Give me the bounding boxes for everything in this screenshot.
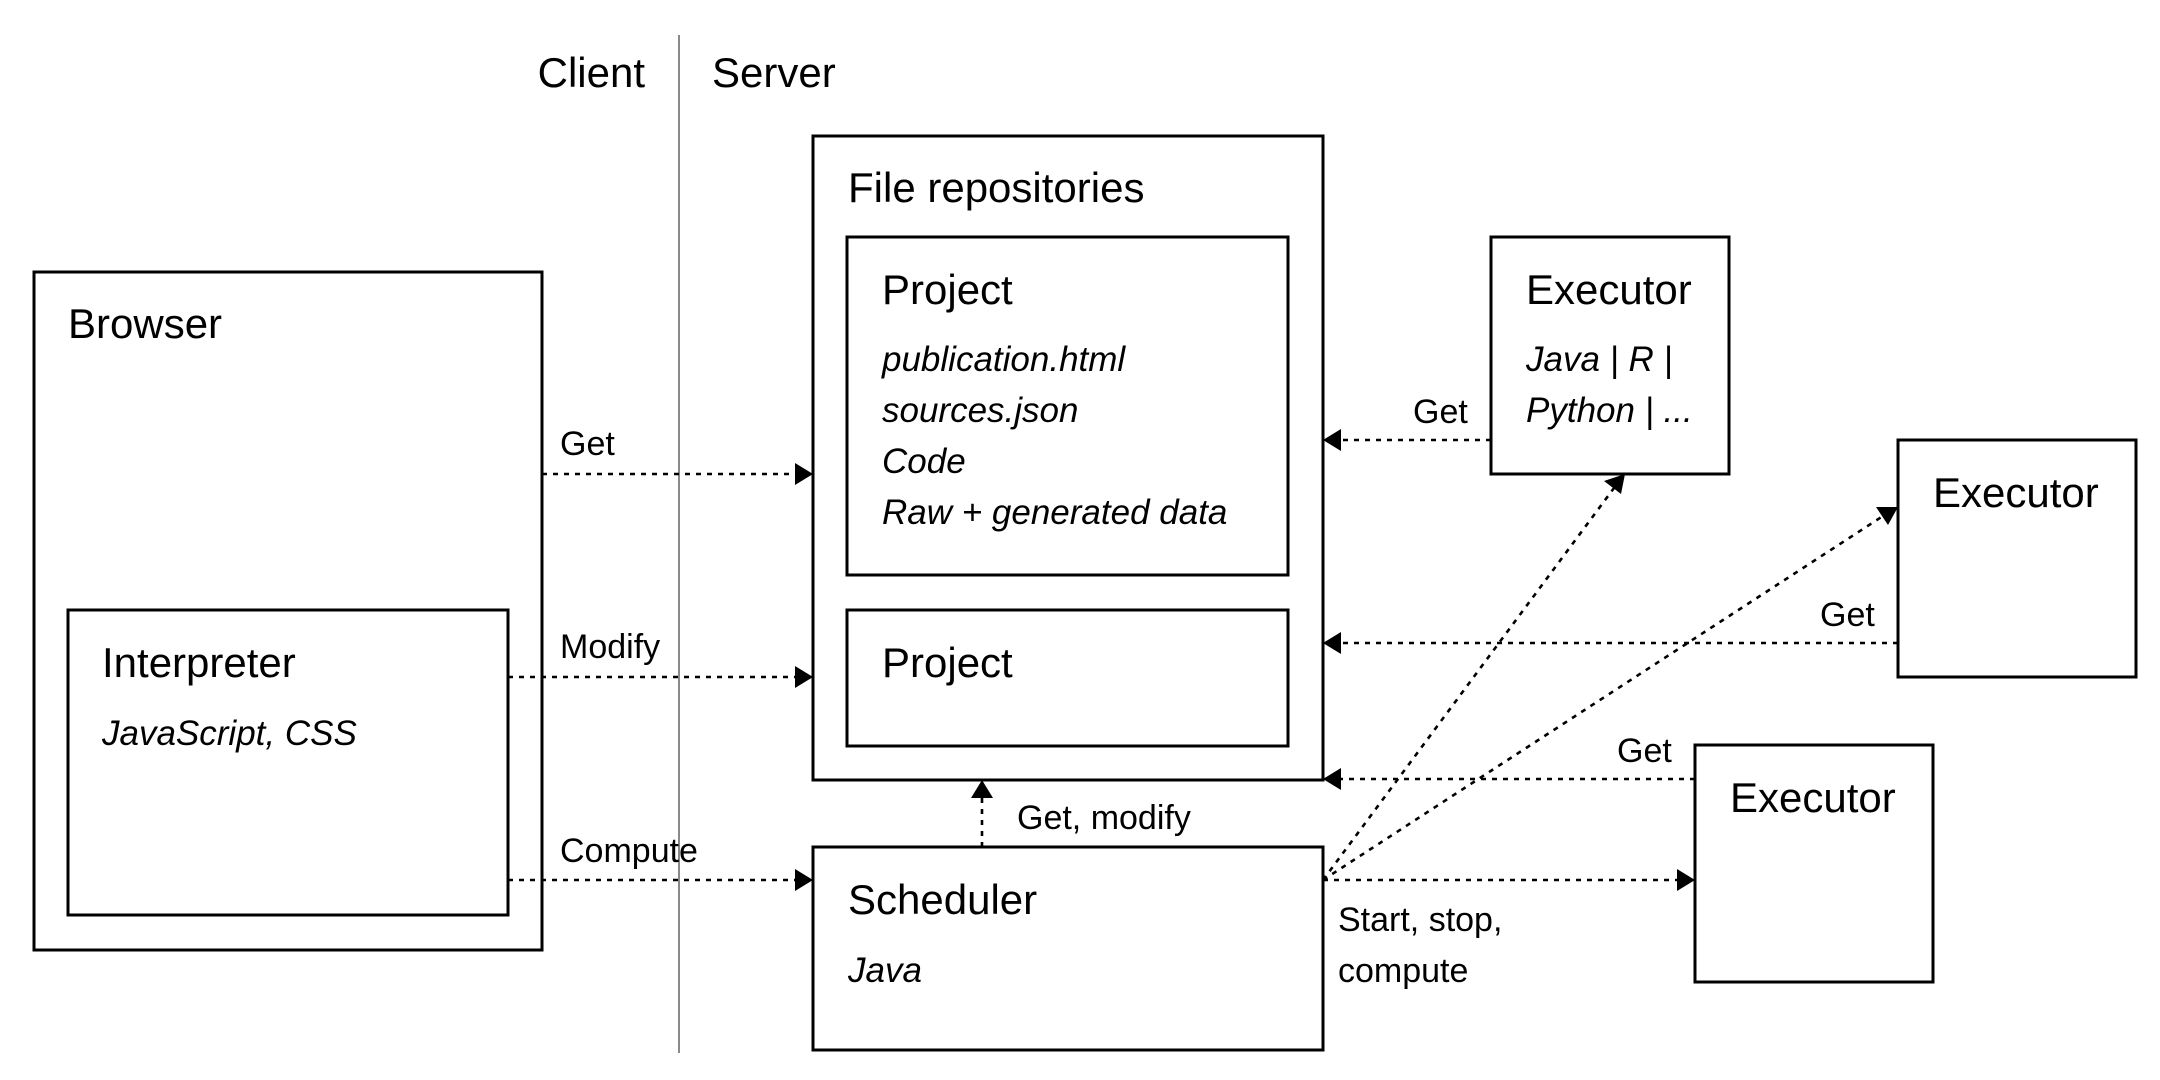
scheduler-to-executor-2-arrow	[1322, 507, 1898, 882]
interpreter-compute-label: Compute	[560, 832, 698, 870]
scheduler-start-stop-label: Start, stop,	[1338, 901, 1502, 939]
scheduler-get-modify-label: Get, modify	[1017, 799, 1191, 837]
project-file-item: Raw + generated data	[882, 493, 1227, 532]
executor-3-get-label: Get	[1617, 732, 1672, 770]
project-2-title: Project	[882, 639, 1013, 686]
project-1-title: Project	[882, 266, 1013, 313]
interpreter-compute-arrow	[508, 869, 813, 891]
scheduler-to-executor-3-arrow	[1323, 869, 1695, 891]
scheduler-get-modify-arrow	[971, 780, 993, 847]
interpreter-modify-arrow	[508, 666, 813, 688]
executor-language-line: Python | ...	[1526, 391, 1693, 430]
file-repositories-title: File repositories	[848, 164, 1144, 211]
executor-box-1[interactable]: Executor Java | R | Python | ...	[1489, 235, 1731, 476]
browser-get-label: Get	[560, 425, 615, 463]
executor-3-get-arrow	[1323, 768, 1695, 790]
executor-2-get-arrow	[1323, 632, 1898, 654]
executor-box-3[interactable]: Executor	[1693, 743, 1935, 984]
interpreter-subtitle: JavaScript, CSS	[101, 714, 357, 753]
project-file-item: publication.html	[881, 340, 1126, 379]
scheduler-title: Scheduler	[848, 876, 1037, 923]
executor-1-get-arrow	[1323, 429, 1491, 451]
scheduler-subtitle: Java	[847, 951, 922, 990]
scheduler-compute-label: compute	[1338, 952, 1468, 990]
interpreter-title: Interpreter	[102, 639, 296, 686]
server-label: Server	[712, 49, 836, 96]
project-box-1[interactable]: Project publication.html sources.json Co…	[845, 235, 1290, 577]
project-box-2[interactable]: Project	[845, 608, 1290, 748]
browser-title: Browser	[68, 300, 222, 347]
interpreter-modify-label: Modify	[560, 628, 660, 666]
executor-2-get-label: Get	[1820, 596, 1875, 634]
executor-1-title: Executor	[1526, 266, 1692, 313]
browser-get-arrow	[542, 463, 813, 485]
executor-1-get-label: Get	[1413, 393, 1468, 431]
project-file-item: Code	[882, 442, 966, 481]
client-label: Client	[538, 49, 646, 96]
executor-2-title: Executor	[1933, 469, 2099, 516]
executor-box-2[interactable]: Executor	[1896, 438, 2138, 679]
executor-3-title: Executor	[1730, 774, 1896, 821]
scheduler-box[interactable]: Scheduler Java	[811, 845, 1325, 1052]
scheduler-to-executor-1-arrow	[1321, 474, 1625, 881]
project-file-item: sources.json	[882, 391, 1078, 430]
interpreter-box[interactable]: Interpreter JavaScript, CSS	[66, 608, 510, 917]
executor-language-line: Java | R |	[1525, 340, 1673, 379]
